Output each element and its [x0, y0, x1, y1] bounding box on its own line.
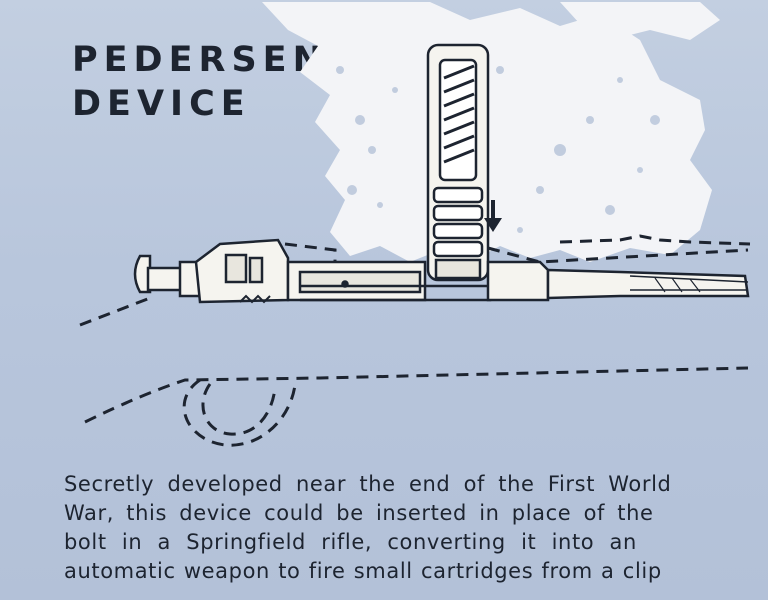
- caption-line-4: automatic weapon to fire small cartridge…: [64, 559, 662, 583]
- caption-line-1: Secretly developed near the end of the F…: [64, 472, 672, 496]
- page-title: PEDERSEN DEVICE: [72, 38, 328, 126]
- rear-knob: [133, 254, 204, 298]
- caption-text: Secretly developed near the end of the F…: [64, 470, 754, 586]
- device-receiver: [194, 238, 492, 304]
- device-magazine: [426, 43, 490, 282]
- title-line-1: PEDERSEN: [72, 40, 328, 80]
- title-line-2: DEVICE: [72, 84, 251, 124]
- cloud-speckles: [336, 57, 660, 233]
- caption-line-3: bolt in a Springfield rifle, converting …: [64, 530, 637, 554]
- rifle-stock-outline: [79, 234, 751, 447]
- caption-line-2: War, this device could be inserted in pl…: [64, 501, 654, 525]
- down-arrow-icon: [484, 200, 502, 232]
- rifle-barrel: [486, 260, 750, 302]
- receiver-notch: [239, 294, 271, 304]
